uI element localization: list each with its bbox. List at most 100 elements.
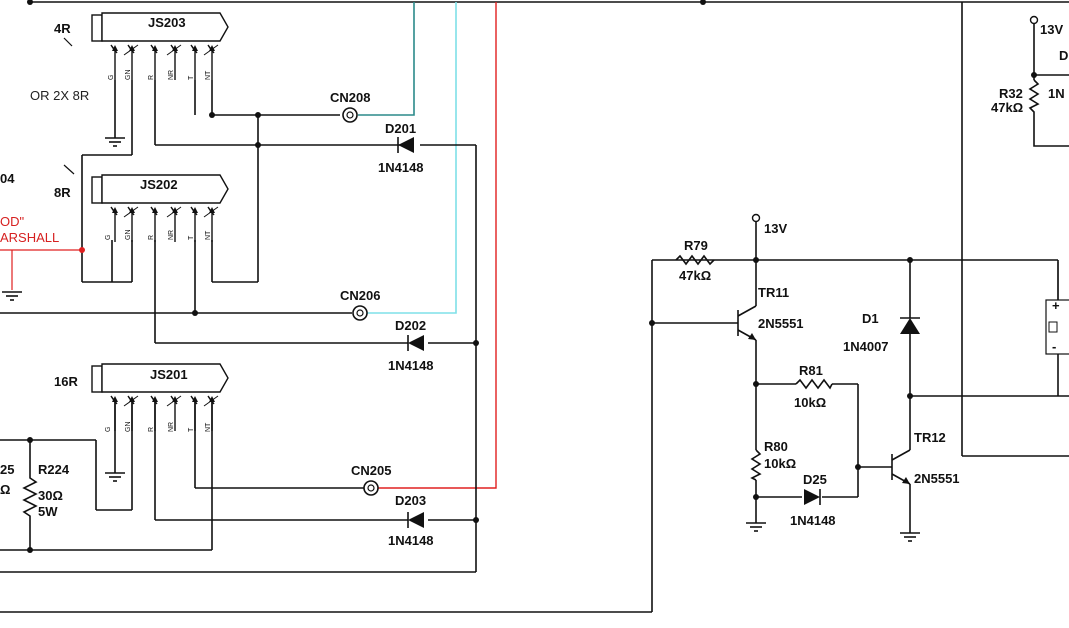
svg-text:GN: GN xyxy=(125,230,132,241)
jack-contact-arrow xyxy=(172,207,178,213)
svg-text:R: R xyxy=(148,235,155,240)
svg-text:Ω: Ω xyxy=(0,482,10,497)
jack-contact-arrow xyxy=(129,45,135,51)
jack-ref: JS203 xyxy=(148,15,186,30)
svg-text:25: 25 xyxy=(0,462,14,477)
jack-switch-line xyxy=(123,395,139,407)
svg-text:R: R xyxy=(148,75,155,80)
svg-text:NR: NR xyxy=(168,70,175,80)
jack-contact-arrow xyxy=(192,45,198,51)
jack-impedance: 16R xyxy=(54,374,78,389)
connector-label: CN208 xyxy=(330,90,370,105)
resistor-value: 30Ω xyxy=(38,488,63,503)
jack-switch-line xyxy=(166,44,182,56)
svg-text:13V: 13V xyxy=(1040,22,1063,37)
resistor-value: 10kΩ xyxy=(764,456,796,471)
svg-text:D: D xyxy=(1059,48,1068,63)
svg-text:OD": OD" xyxy=(0,214,25,229)
transistor-part: 2N5551 xyxy=(758,316,804,331)
supply-label: 13V xyxy=(764,221,787,236)
resistor-r224: R224 30Ω 5W xyxy=(22,460,70,528)
jack-switch-line xyxy=(166,395,182,407)
jack-contact-arrow xyxy=(192,207,198,213)
transistor-part: 2N5551 xyxy=(914,471,960,486)
svg-text:NT: NT xyxy=(205,230,212,240)
diode-value: 1N4148 xyxy=(378,160,424,175)
jack-switch-line xyxy=(203,206,219,218)
transistor-ref: TR12 xyxy=(914,430,946,445)
resistor-r79: R79 47kΩ xyxy=(675,238,715,283)
jack-contact-arrow xyxy=(129,396,135,402)
diode-value: 1N4148 xyxy=(388,358,434,373)
svg-text:GN: GN xyxy=(125,422,132,433)
resistor-ref: R80 xyxy=(764,439,788,454)
diode-ref: D25 xyxy=(803,472,827,487)
svg-text:ARSHALL: ARSHALL xyxy=(0,230,59,245)
jack-switch-line xyxy=(166,206,182,218)
svg-text:T: T xyxy=(188,427,195,432)
svg-text:G: G xyxy=(105,427,112,432)
transistor-tr11: TR11 2N5551 xyxy=(737,285,804,341)
wires-right xyxy=(649,2,1069,525)
svg-text:G: G xyxy=(105,235,112,240)
jack-contact-arrow xyxy=(152,207,158,213)
jack-switch-line xyxy=(203,44,219,56)
svg-text:T: T xyxy=(188,75,195,80)
svg-text:T: T xyxy=(188,235,195,240)
svg-text:-: - xyxy=(1052,339,1056,354)
svg-text:G: G xyxy=(108,75,115,80)
connector-label: CN205 xyxy=(351,463,391,478)
svg-text:NT: NT xyxy=(205,422,212,432)
resistor-ref: R224 xyxy=(38,462,70,477)
diode-d201: D201 1N4148 xyxy=(378,121,424,175)
diode-ref: D1 xyxy=(862,311,879,326)
jack-contact-arrow xyxy=(129,207,135,213)
resistor-value: 10kΩ xyxy=(794,395,826,410)
jack-contact-arrow xyxy=(192,396,198,402)
jack-contact-arrow xyxy=(172,396,178,402)
resistor-r80: R80 10kΩ xyxy=(750,439,796,481)
jack-contact-arrow xyxy=(209,45,215,51)
svg-text:+: + xyxy=(1052,298,1060,313)
top-right-partial: 13V D R32 47kΩ 1N xyxy=(991,15,1069,147)
jack-contact-arrow xyxy=(112,207,118,213)
jack-switch-line xyxy=(203,395,219,407)
partial-left-labels: 04 OD" ARSHALL 25 Ω xyxy=(0,171,59,497)
jack-switch-line xyxy=(123,206,139,218)
diode-d203: D203 1N4148 xyxy=(388,493,434,548)
diode-d1: D1 1N4007 xyxy=(843,311,920,354)
transistor-ref: TR11 xyxy=(758,285,789,300)
resistor-r81: R81 10kΩ xyxy=(794,363,833,410)
relay-partial: + - xyxy=(1045,262,1069,355)
diode-value: 1N4148 xyxy=(790,513,836,528)
svg-text:04: 04 xyxy=(0,171,15,186)
jack-switch-line xyxy=(123,44,139,56)
svg-text:GN: GN xyxy=(125,70,132,81)
ground-symbols xyxy=(2,130,920,542)
transistor-tr12: TR12 2N5551 xyxy=(891,430,960,486)
wires-left xyxy=(0,0,1069,613)
connector-cn205: CN205 xyxy=(351,463,391,496)
jack-js202: JS202 8R G GN R NR T NT xyxy=(54,164,229,242)
connector-cn206: CN206 xyxy=(340,288,380,321)
jack-contact-arrow xyxy=(152,396,158,402)
diode-value: 1N4148 xyxy=(388,533,434,548)
jack-ref: JS202 xyxy=(140,177,178,192)
jack-js201: JS201 16R G GN R NR T NT xyxy=(54,363,229,433)
diode-ref: D202 xyxy=(395,318,426,333)
diode-ref: D201 xyxy=(385,121,416,136)
svg-text:NR: NR xyxy=(168,422,175,432)
resistor-ref: R81 xyxy=(799,363,823,378)
jack-note: OR 2X 8R xyxy=(30,88,89,103)
jack-contact-arrow xyxy=(209,207,215,213)
resistor-value: 47kΩ xyxy=(679,268,711,283)
diode-d25: D25 1N4148 xyxy=(790,472,836,528)
svg-text:NR: NR xyxy=(168,230,175,240)
jack-contact-arrow xyxy=(112,45,118,51)
svg-text:1N: 1N xyxy=(1048,86,1065,101)
diode-value: 1N4007 xyxy=(843,339,889,354)
jack-contact-arrow xyxy=(209,396,215,402)
resistor-ref: R79 xyxy=(684,238,708,253)
